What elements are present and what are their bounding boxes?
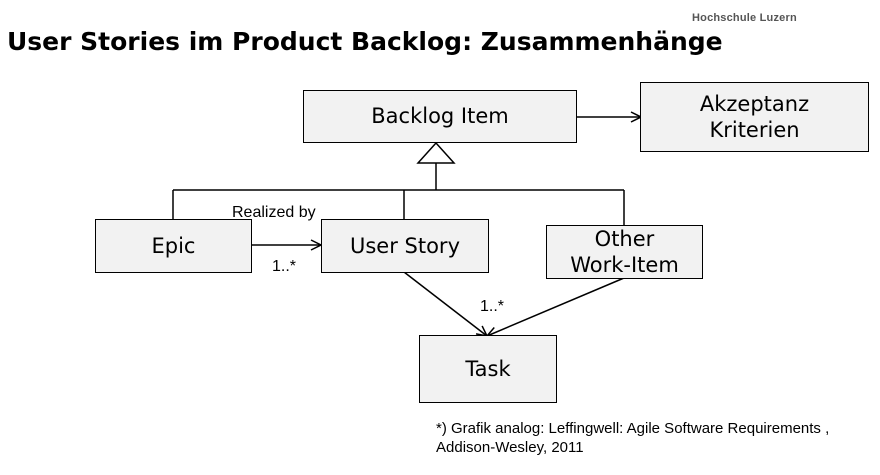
institution-logo-text: Hochschule Luzern	[692, 12, 797, 24]
node-other-work-item: Other Work-Item	[546, 225, 703, 279]
edge-other-to-task	[487, 277, 625, 336]
edge-user-story-to-task	[403, 271, 487, 336]
footnote-line-2: Addison-Wesley, 2011	[436, 439, 584, 456]
node-task-label: Task	[465, 356, 511, 381]
node-user-story: User Story	[321, 219, 489, 273]
node-akzeptanz-kriterien: Akzeptanz Kriterien	[640, 82, 869, 152]
slide-title: User Stories im Product Backlog: Zusamme…	[7, 27, 723, 56]
node-other-work-item-label: Other Work-Item	[570, 226, 679, 277]
generalization-triangle	[416, 141, 456, 164]
node-akzeptanz-kriterien-label: Akzeptanz Kriterien	[699, 91, 810, 142]
node-epic-label: Epic	[151, 233, 196, 258]
footnote: *) Grafik analog: Leffingwell: Agile Sof…	[436, 419, 829, 457]
node-epic: Epic	[95, 219, 252, 273]
node-task: Task	[419, 335, 557, 403]
node-user-story-label: User Story	[349, 233, 460, 258]
label-multiplicity-epic: 1..*	[272, 258, 297, 275]
node-backlog-item: Backlog Item	[303, 90, 577, 143]
node-backlog-item-label: Backlog Item	[371, 104, 509, 129]
label-multiplicity-task: 1..*	[480, 298, 505, 315]
footnote-line-1: *) Grafik analog: Leffingwell: Agile Sof…	[436, 420, 830, 437]
label-realized-by: Realized by	[232, 204, 316, 221]
